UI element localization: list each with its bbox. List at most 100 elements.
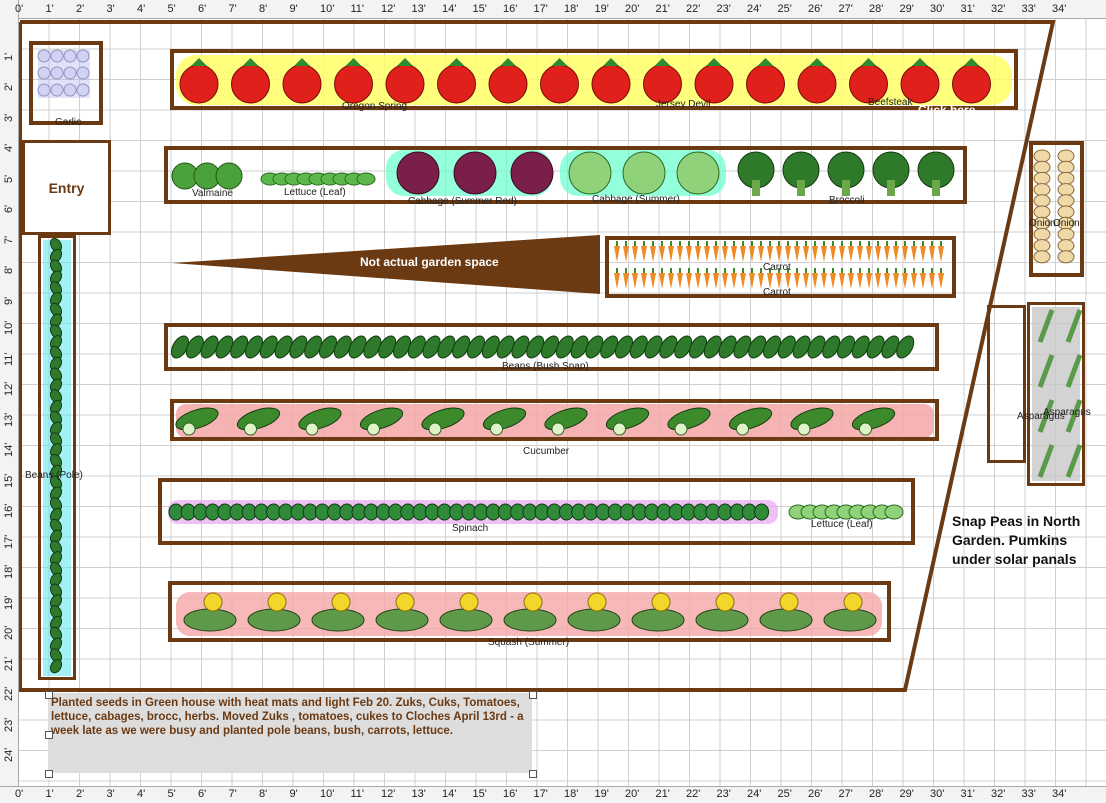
cucumber-slice (244, 422, 257, 436)
carrot (650, 273, 656, 289)
carrot-bed[interactable] (605, 236, 956, 298)
planting-note[interactable]: Planted seeds in Green house with heat m… (48, 693, 532, 773)
asparagus-bed-left[interactable] (987, 305, 1026, 463)
garlic-bulb (63, 49, 77, 63)
bean-bush (896, 335, 915, 359)
ruler-top (0, 0, 1106, 19)
asparagus-spear (1037, 399, 1055, 433)
garlic-bulb (50, 49, 64, 63)
cabbage (676, 151, 720, 195)
spinach-bed[interactable] (158, 478, 915, 545)
ruler-top-tick: 29' (899, 3, 914, 15)
ruler-left-tick: 8' (3, 265, 15, 274)
ruler-top-tick: 34' (1052, 3, 1067, 15)
ruler-bottom-tick: 33' (1021, 788, 1036, 800)
carrot (623, 273, 629, 289)
garlic-bulb (50, 66, 64, 80)
beans-pole-bed[interactable] (38, 235, 76, 680)
ruler-bottom-tick: 6' (198, 788, 207, 800)
carrot (794, 273, 800, 289)
carrot (776, 273, 782, 289)
resize-handle-tr[interactable] (529, 691, 537, 699)
garlic-bulb (63, 66, 77, 80)
valmaine-head (215, 162, 243, 190)
carrot (623, 246, 629, 262)
tomato-stem (603, 58, 619, 66)
asparagus-label-2: Asparagus (1043, 407, 1091, 418)
onion (1057, 250, 1075, 264)
carrot (848, 246, 854, 262)
ruler-left-tick: 6' (3, 204, 15, 213)
carrot (668, 246, 674, 262)
tomato-stem (345, 58, 362, 66)
resize-handle-bl[interactable] (45, 770, 53, 778)
cabbage (622, 151, 666, 195)
cucumber-slice (490, 422, 503, 436)
carrot (641, 273, 647, 289)
click-here-label[interactable]: Click here (918, 103, 976, 117)
ruler-top-tick: 27' (838, 3, 853, 15)
resize-handle-br[interactable] (529, 770, 537, 778)
cucumber-bed[interactable] (170, 399, 939, 441)
resize-handle-tl[interactable] (45, 691, 53, 699)
ruler-left-tick: 4' (3, 143, 15, 152)
ruler-bottom-tick: 31' (960, 788, 975, 800)
ruler-top-tick: 32' (991, 3, 1006, 15)
asparagus-spear (1037, 444, 1055, 478)
lettuce-leaf-2 (884, 504, 904, 520)
cucumber-slice (613, 422, 626, 436)
asparagus-label-1: Asparagus (1017, 411, 1065, 422)
cucumber-slice (674, 422, 688, 436)
garden-outline (18, 20, 1056, 692)
squash-flower (843, 592, 863, 612)
ruler-top-tick: 28' (869, 3, 884, 15)
carrot (731, 273, 737, 289)
tomato-bed[interactable] (170, 49, 1018, 110)
ruler-bottom-tick: 9' (289, 788, 298, 800)
carrot (848, 273, 854, 289)
carrot (758, 246, 764, 262)
carrot (776, 246, 782, 262)
garlic-bed[interactable] (29, 41, 103, 125)
carrot (893, 273, 899, 289)
ruler-bottom-tick: 34' (1052, 788, 1067, 800)
greens-bed[interactable] (164, 146, 967, 204)
ruler-left-tick: 5' (3, 174, 15, 183)
entry-box[interactable]: Entry (22, 140, 111, 235)
squash-flower (331, 592, 351, 612)
ruler-bottom-tick: 11' (350, 788, 365, 800)
cucumber-label: Cucumber (523, 446, 570, 457)
carrot (740, 246, 746, 262)
ruler-bottom-tick: 20' (625, 788, 640, 800)
ruler-bottom-tick: 32' (991, 788, 1006, 800)
ruler-bottom-tick: 7' (228, 788, 237, 800)
squash-flower (523, 592, 543, 612)
lettuce-leaf (356, 172, 376, 186)
ruler-bottom-tick: 13' (411, 788, 426, 800)
onion-bed[interactable] (1029, 141, 1084, 277)
carrot (713, 246, 719, 262)
beans-pole-label: Beans (Pole) (25, 470, 83, 481)
ruler-bottom-tick: 19' (594, 788, 609, 800)
cabbage (568, 151, 612, 195)
ruler-bottom-tick: 23' (716, 788, 731, 800)
ruler-top-tick: 16' (503, 3, 518, 15)
ruler-left-tick: 14' (3, 442, 15, 457)
spinach-label: Spinach (452, 523, 489, 534)
squash-flower (267, 592, 287, 612)
resize-handle-ml[interactable] (45, 731, 53, 739)
cucumber-slice (551, 422, 565, 436)
beans-bush-snap-bed[interactable] (164, 323, 939, 371)
carrot (785, 246, 791, 262)
ruler-top-tick: 11' (350, 3, 365, 15)
asparagus-spear (1065, 354, 1083, 388)
cucumber-slice (736, 422, 749, 436)
asparagus-bed-right[interactable] (1027, 302, 1085, 486)
squash-bed[interactable] (168, 581, 891, 642)
squash-flower (203, 592, 223, 612)
carrot (857, 273, 863, 289)
squash-flower (459, 592, 479, 612)
ruler-top-tick: 4' (137, 3, 146, 15)
carrot-label-1: Carrot (763, 262, 791, 273)
